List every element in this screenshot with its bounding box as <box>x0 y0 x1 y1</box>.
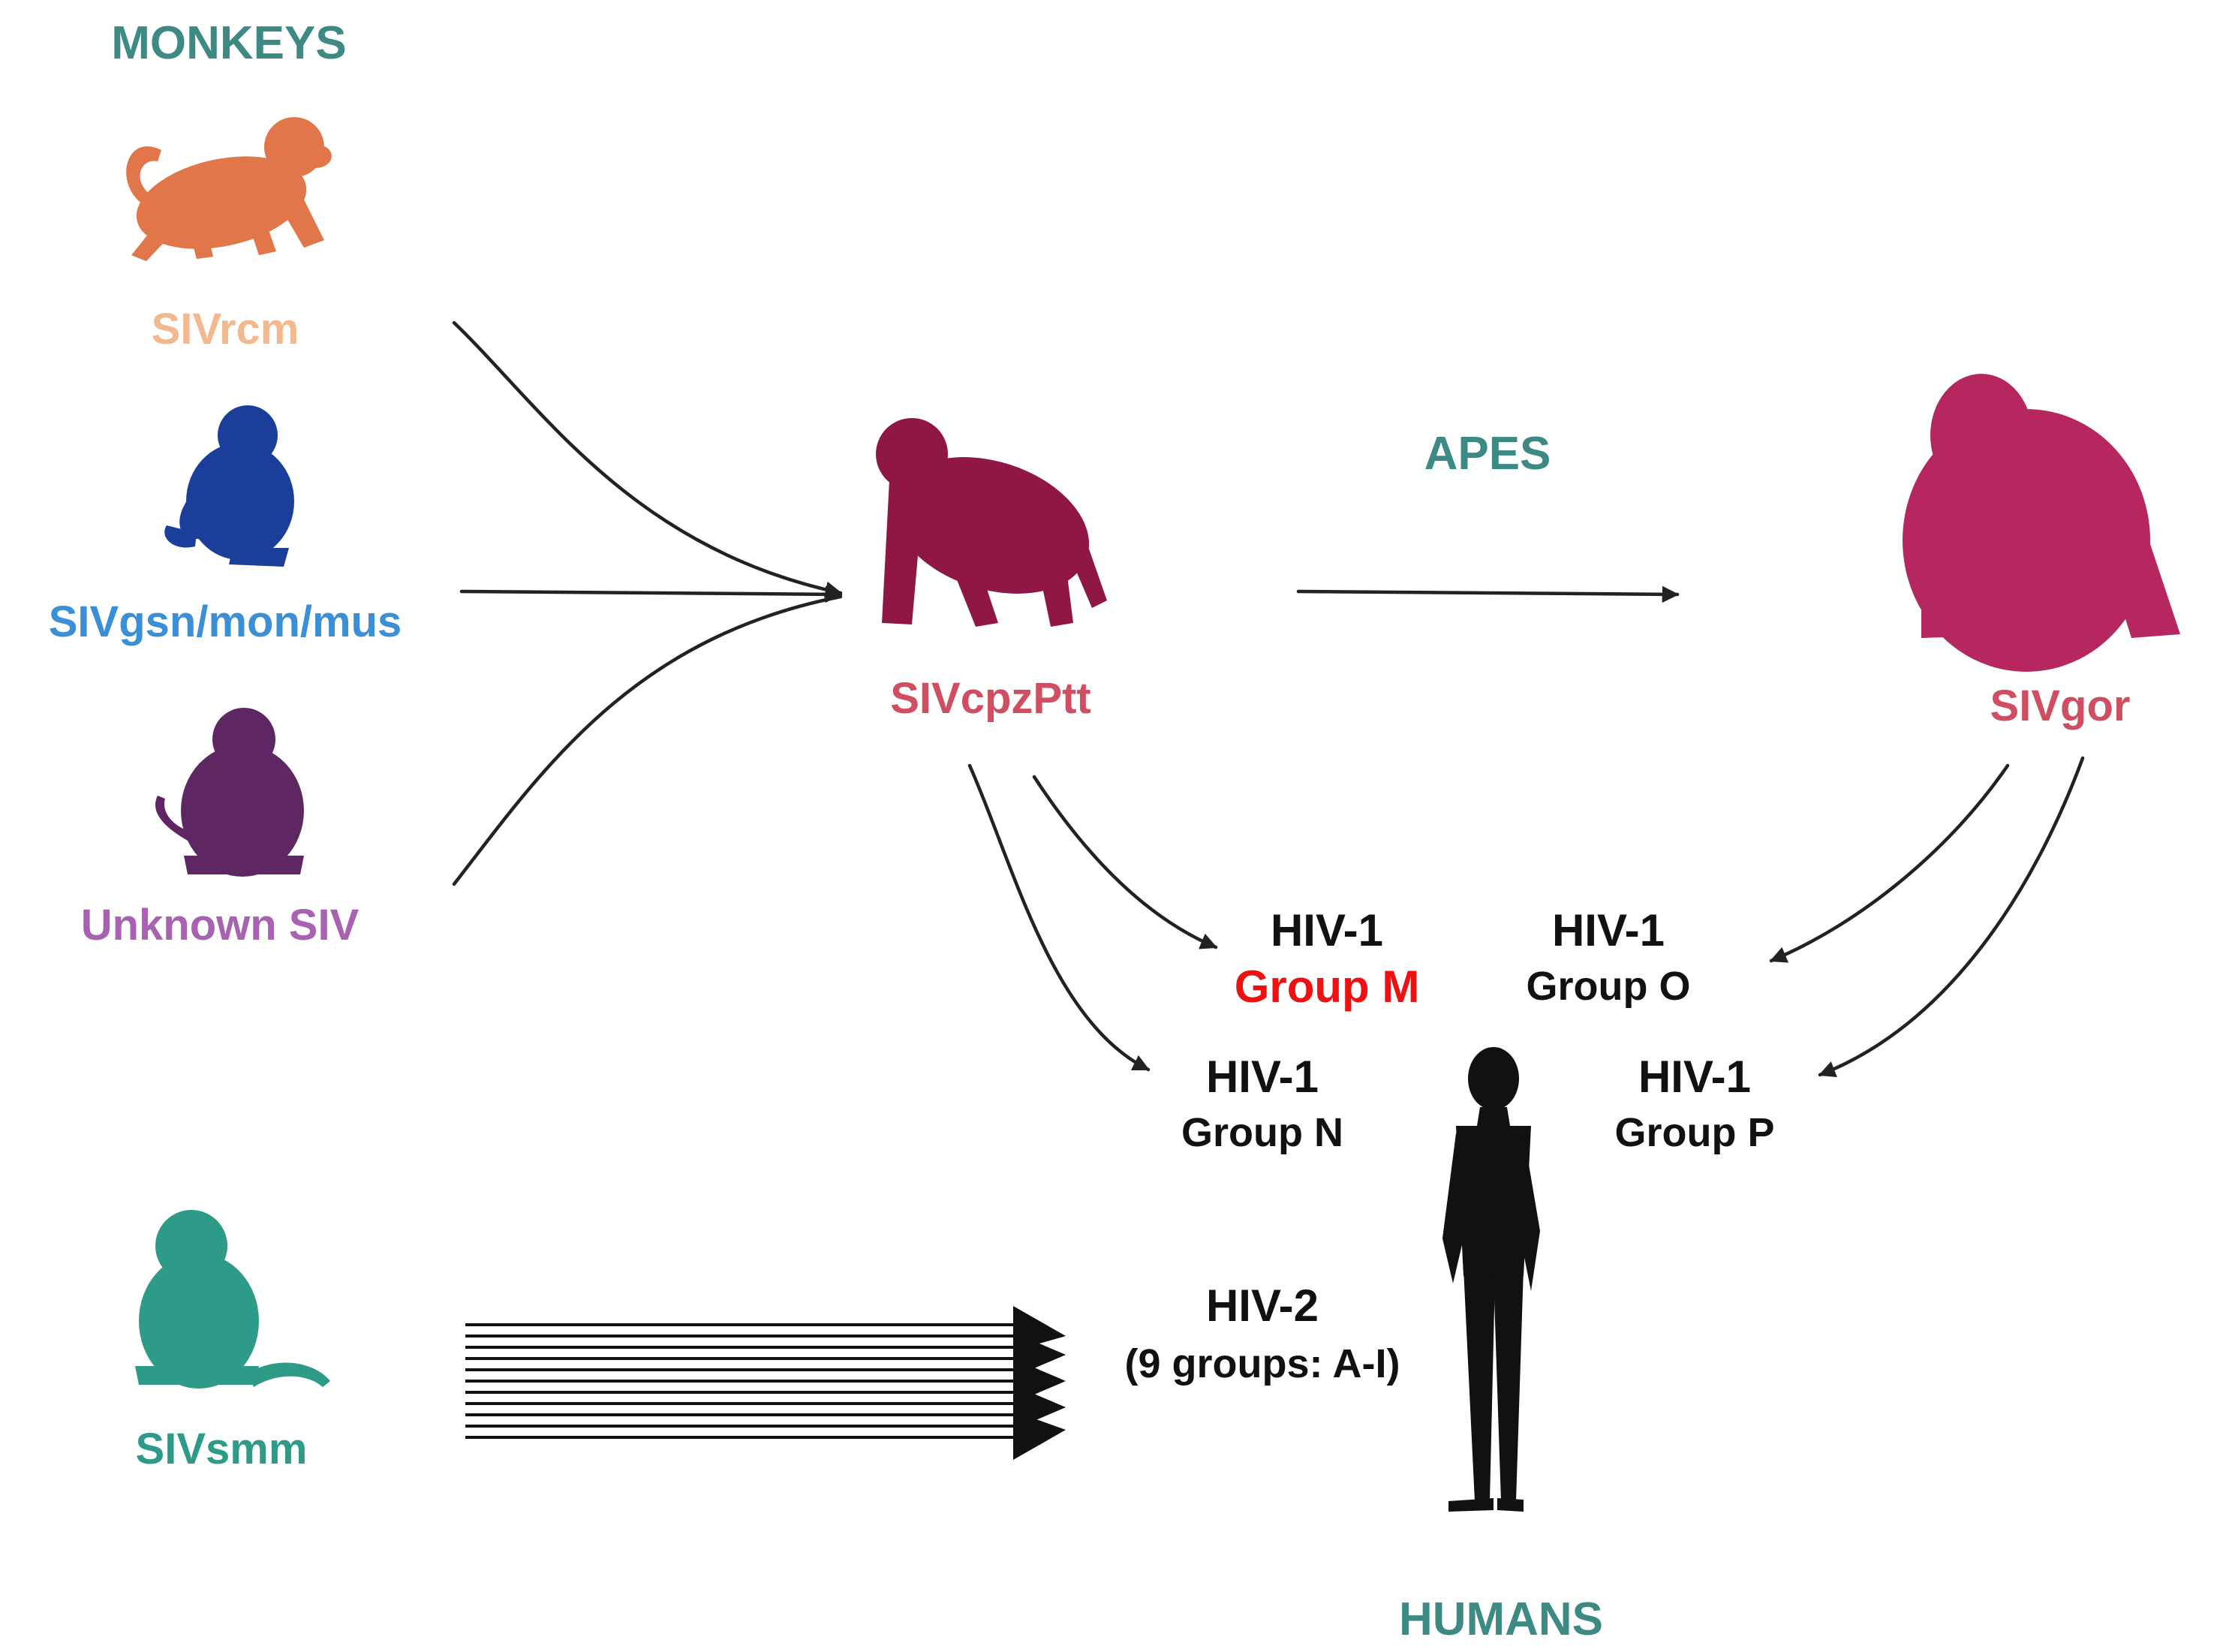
apes-label: APES <box>1424 428 1551 480</box>
arrow-unknown-to-cpz <box>452 594 843 886</box>
unknown-siv-label: Unknown SIV <box>81 901 359 949</box>
sivsmm-label: SIVsmm <box>136 1425 308 1473</box>
arrows <box>452 320 2085 1078</box>
hiv1-group-n-name: HIV-1 <box>1206 1052 1319 1102</box>
hiv2-arrowheads <box>1013 1306 1066 1460</box>
sivrcm-label: SIVrcm <box>152 305 299 354</box>
chimpanzee-icon <box>876 418 1107 627</box>
arrow-cpz-to-gor <box>1296 585 1680 603</box>
sooty-mangabey-icon <box>135 1210 330 1389</box>
humans-label: HUMANS <box>1399 1593 1603 1645</box>
hiv1-group-o-name: HIV-1 <box>1552 905 1665 955</box>
arrow-gsn-to-cpz <box>459 585 843 603</box>
gorilla-icon <box>1903 374 2180 672</box>
arrow-cpz-to-group-n <box>967 763 1151 1072</box>
arrow-smm-to-hiv2-bundle <box>465 1323 1028 1439</box>
sivgsn-label: SIVgsn/mon/mus <box>49 597 402 646</box>
hiv2-name: HIV-2 <box>1206 1280 1319 1331</box>
hiv1-group-p-name: HIV-1 <box>1638 1052 1751 1102</box>
arrow-rcm-to-cpz <box>452 320 843 598</box>
hiv1-group-m-name: HIV-1 <box>1271 905 1383 955</box>
sitting-monkey-icon <box>155 708 304 877</box>
mona-monkey-icon <box>164 405 294 567</box>
human-icon <box>1442 1047 1540 1512</box>
hiv1-group-o-label: Group O <box>1527 964 1691 1009</box>
red-colobus-monkey-icon <box>126 117 332 261</box>
arrow-gor-to-group-p <box>1818 756 2085 1078</box>
hiv1-group-n-label: Group N <box>1181 1110 1343 1155</box>
sivcpzptt-label: SIVcpzPtt <box>890 674 1091 723</box>
sivgor-label: SIVgor <box>1990 682 2131 730</box>
arrow-cpz-to-group-m <box>1032 775 1218 949</box>
arrow-gor-to-group-o <box>1769 763 2010 963</box>
hiv2-groups-label: (9 groups: A-I) <box>1125 1341 1400 1386</box>
hiv1-group-m-label: Group M <box>1235 961 1420 1012</box>
monkeys-label: MONKEYS <box>111 17 346 69</box>
hiv1-group-p-label: Group P <box>1615 1110 1775 1155</box>
